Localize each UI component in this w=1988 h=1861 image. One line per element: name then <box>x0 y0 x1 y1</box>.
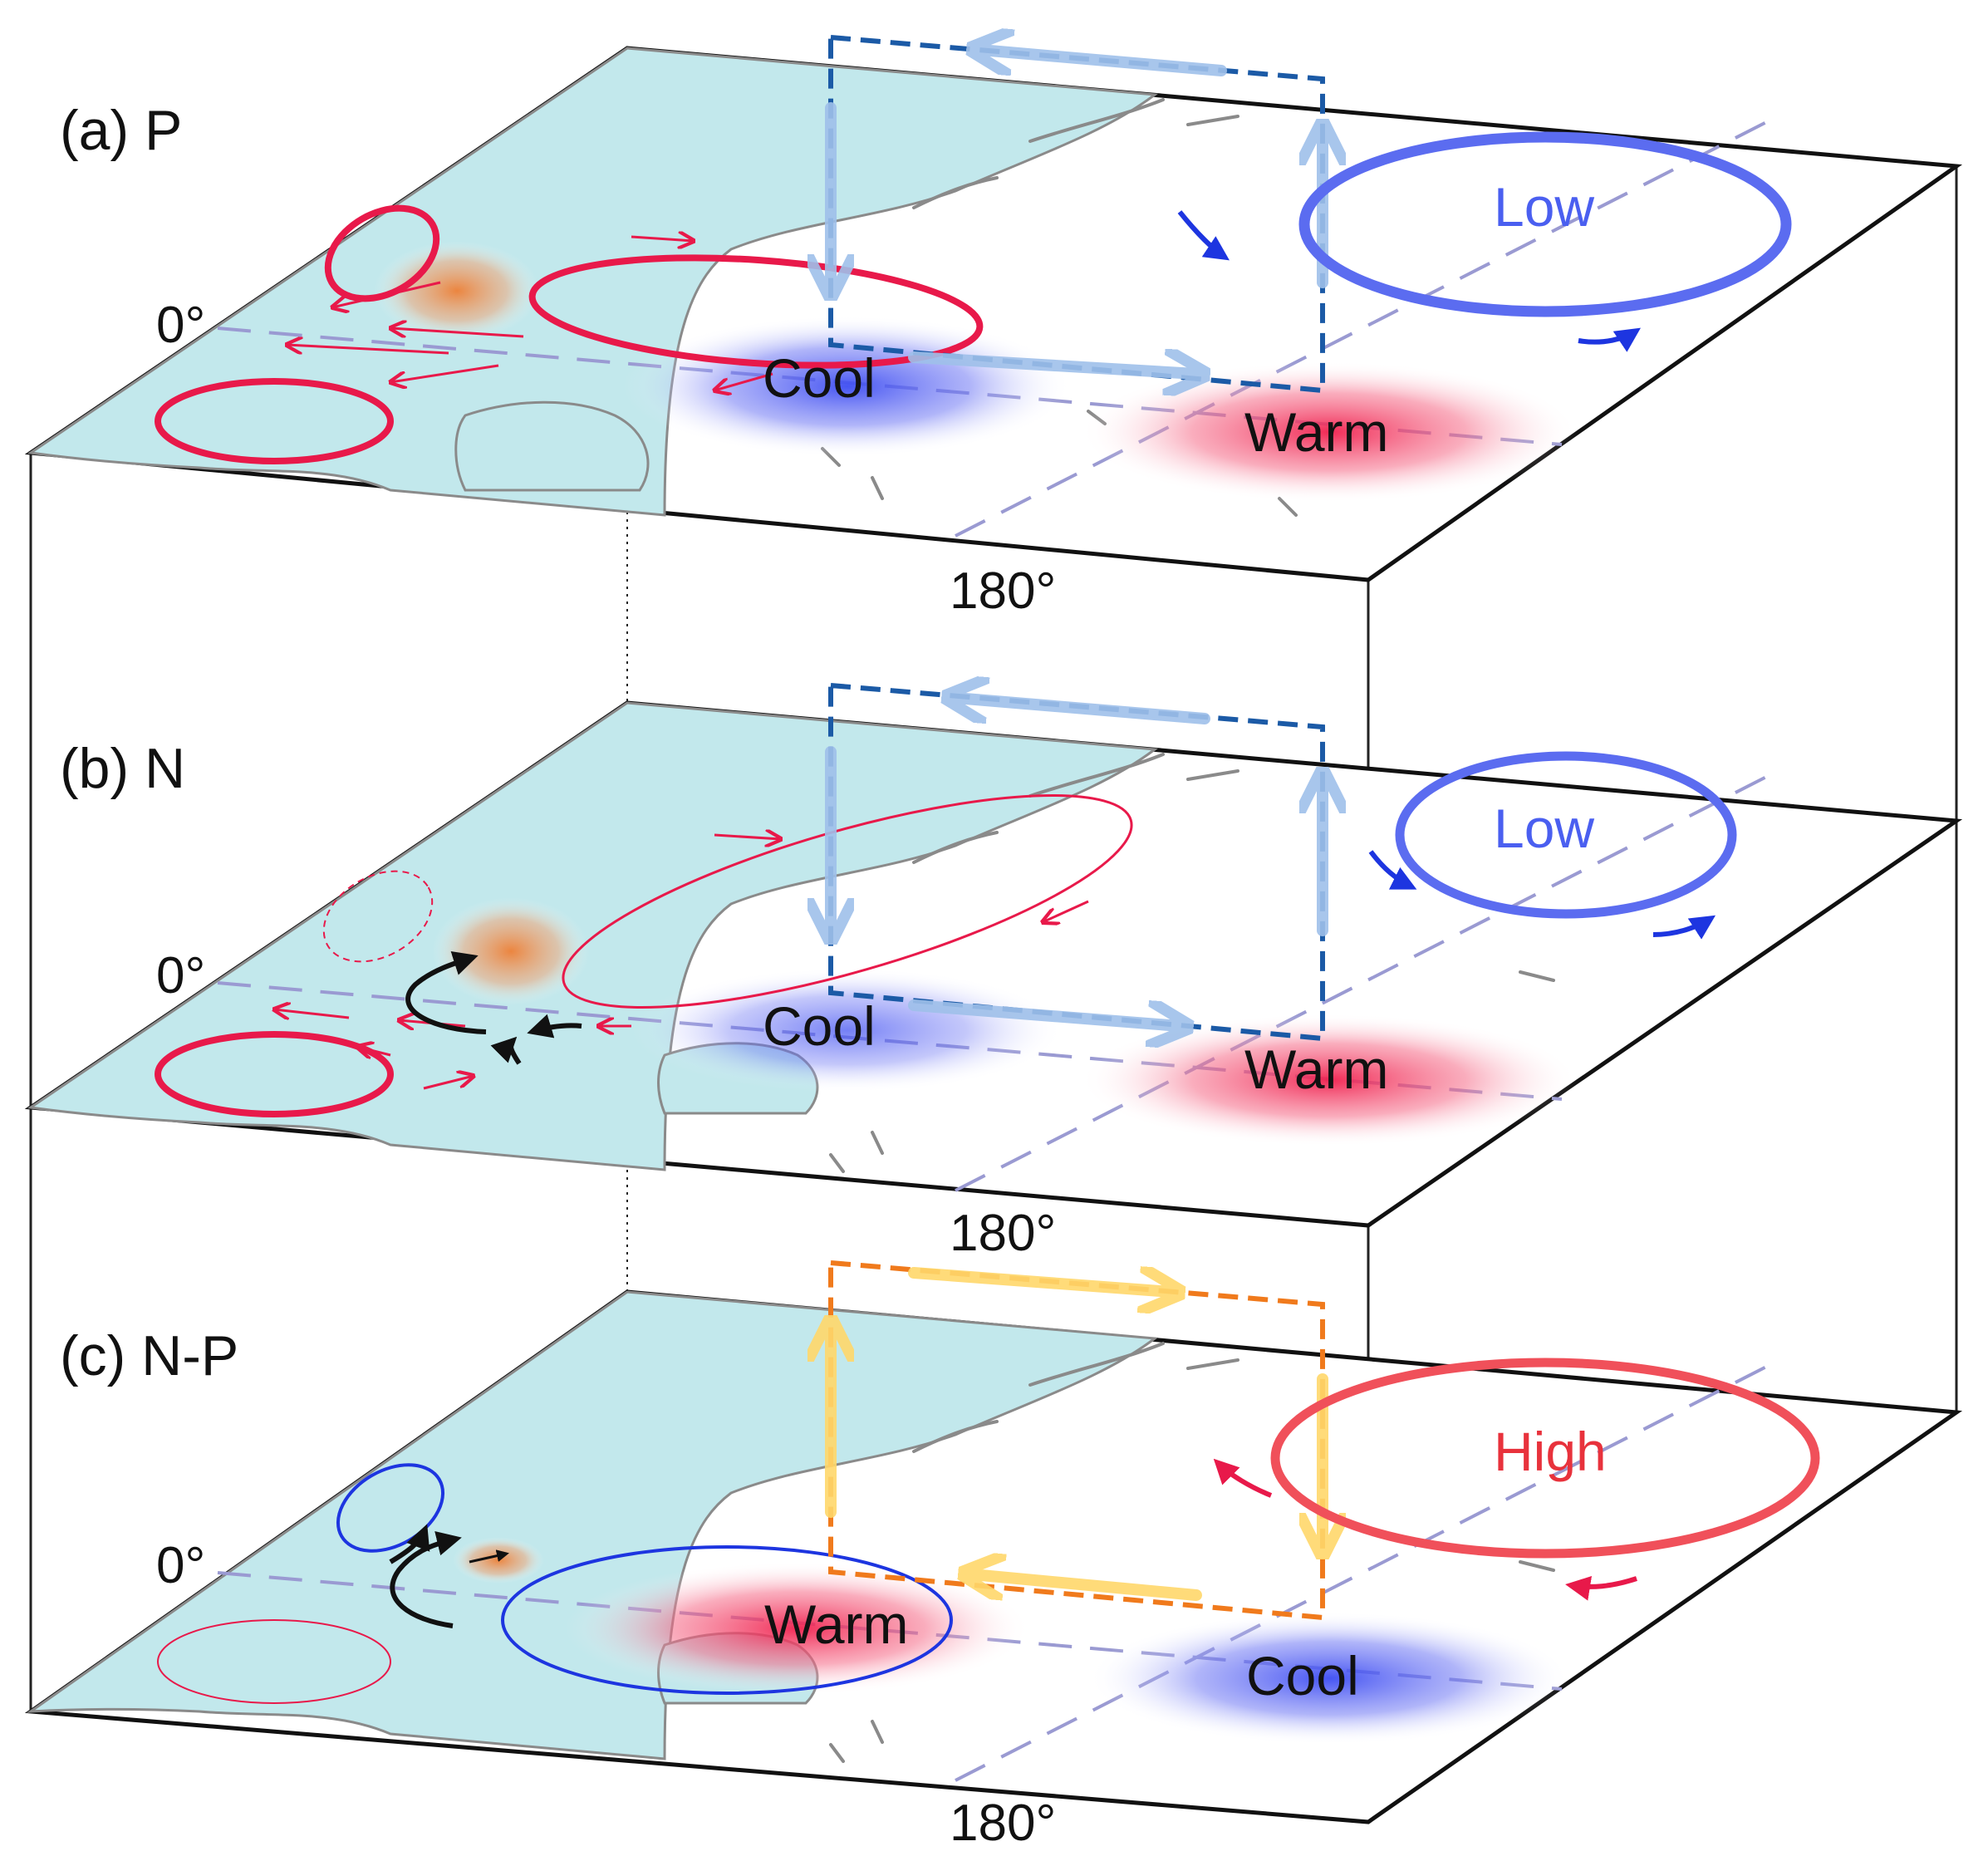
convective-heating <box>374 241 540 341</box>
warm-sst-anomaly <box>1080 1014 1578 1147</box>
land-asia <box>26 1290 1158 1760</box>
equator-label: 0° <box>156 947 205 1004</box>
sst-label-warm: Warm <box>764 1593 909 1655</box>
dateline-label: 180° <box>950 1205 1056 1262</box>
convective-heating <box>453 1537 544 1584</box>
sst-label-warm: Warm <box>1244 1039 1389 1100</box>
equator-label: 0° <box>156 1537 205 1594</box>
cyclone-outline <box>501 1545 953 1695</box>
weak-anticyclone-outline <box>157 1619 391 1704</box>
panel-p: (a) P 0° 180° Low Cool Warm <box>24 37 1963 620</box>
panel-n: (b) N 0° 180° Low Cool Warm <box>24 685 1963 1262</box>
panel-label: (c) N-P <box>60 1324 238 1387</box>
anticyclone-outline <box>155 378 394 464</box>
cyclone-outline <box>1395 751 1737 919</box>
cyclone-flow-arrow <box>1368 850 1417 890</box>
dateline-label: 180° <box>950 1795 1056 1852</box>
panel-label: (a) P <box>60 99 182 162</box>
cool-sst-anomaly <box>623 316 1072 457</box>
anticyclone-outline <box>528 254 984 369</box>
panel-label: (b) N <box>60 737 185 800</box>
pressure-label: High <box>1494 1421 1607 1482</box>
anticyclone-flow-arrow <box>1565 1575 1637 1601</box>
low-level-wind-arrows <box>274 835 1089 1090</box>
sst-label-warm: Warm <box>1244 401 1389 463</box>
anticyclone-outline <box>1270 1358 1820 1559</box>
equator-label: 0° <box>156 297 205 354</box>
land-australia <box>454 400 650 492</box>
weak-anticyclone-outline <box>322 870 434 963</box>
dateline-label: 180° <box>950 562 1056 620</box>
cyclone-outline <box>1298 131 1792 317</box>
sst-label-cool: Cool <box>763 347 876 409</box>
cool-sst-anomaly <box>1088 1612 1570 1745</box>
sst-label-cool: Cool <box>763 995 876 1057</box>
cyclone-flow-arrow <box>1578 327 1641 352</box>
walker-flow-arrows <box>831 1273 1323 1601</box>
sst-label-cool: Cool <box>1246 1645 1359 1706</box>
pressure-label: Low <box>1494 798 1594 859</box>
island-coastlines <box>829 753 1555 1173</box>
black-flow-arrows <box>389 1524 509 1628</box>
island-coastlines <box>829 1342 1555 1763</box>
panel-n-minus-p: (c) N-P 0° 180° High Warm Cool <box>24 1259 1963 1852</box>
cyclone-flow-arrow <box>1177 210 1230 261</box>
cyclone-flow-arrow <box>1652 915 1716 940</box>
black-flow-arrows <box>405 951 582 1065</box>
convective-heating <box>432 897 590 1005</box>
anticyclone-flow-arrow <box>1213 1458 1273 1498</box>
anticyclone-outline <box>324 204 440 302</box>
pressure-label: Low <box>1494 176 1594 238</box>
walker-flow-arrows <box>831 698 1323 1026</box>
anticyclone-outline <box>155 1031 394 1117</box>
low-level-wind-arrows <box>287 237 773 390</box>
land-asia <box>27 47 1158 517</box>
